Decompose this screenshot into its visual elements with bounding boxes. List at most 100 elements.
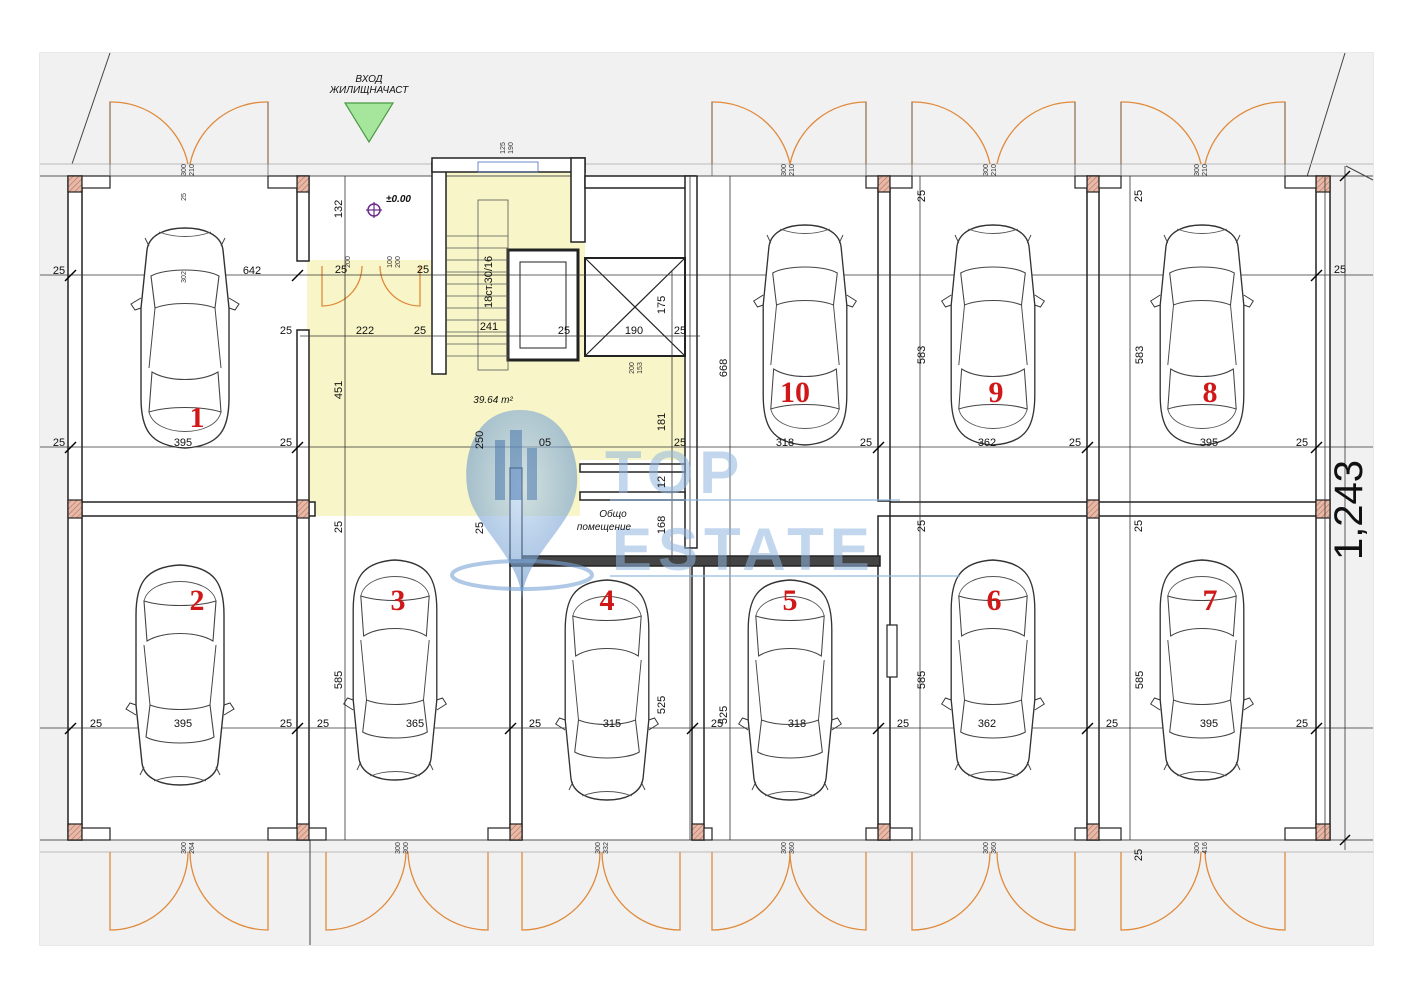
dim-181: 181: [656, 413, 668, 431]
dim-small-200: 200: [395, 256, 402, 268]
space-10-label: 10: [780, 376, 810, 409]
dim-small-300: 300: [983, 164, 990, 176]
dim-small-264: 264: [189, 842, 196, 854]
dim-small-300: 300: [983, 842, 990, 854]
dim-small-190: 190: [508, 142, 515, 154]
lobby-area: [307, 162, 695, 516]
map-pin-icon: [466, 410, 578, 600]
dim-25: 25: [916, 520, 928, 532]
dim-small-200: 200: [629, 362, 636, 374]
car-9: [941, 224, 1046, 446]
dim-25: 25: [280, 437, 292, 449]
dim-25: 25: [53, 265, 65, 277]
dim-25: 25: [711, 718, 723, 730]
entrance-label-1: ВХОД: [355, 74, 382, 85]
common-room-1: Общо: [599, 508, 627, 520]
elevator-shaft-cross: [584, 257, 686, 357]
dim-25: 25: [1133, 520, 1145, 532]
width-space-6: 362: [978, 718, 996, 730]
walls: [67, 157, 1331, 841]
dim-small-25: 25: [181, 193, 188, 201]
dim-small-210: 210: [189, 164, 196, 176]
dim-25: 25: [1069, 437, 1081, 449]
dim-small-416: 416: [1202, 842, 1209, 854]
watermark-line-1: TOP: [605, 439, 745, 506]
dim-25: 25: [529, 718, 541, 730]
wall-stubs: [81, 175, 1317, 841]
space-2-label: 2: [190, 584, 205, 617]
staircase: [446, 161, 539, 371]
space-7-label: 7: [1203, 584, 1218, 617]
dim-05: 05: [539, 437, 551, 449]
dim-25: 25: [674, 325, 686, 337]
dimension-lines: [40, 166, 1373, 850]
dim-222: 222: [356, 325, 374, 337]
space-6-label: 6: [987, 584, 1002, 617]
dim-642: 642: [243, 265, 261, 277]
door-swings: [109, 101, 1286, 931]
dim-small-360: 360: [991, 842, 998, 854]
dim-small-125: 125: [500, 142, 507, 154]
width-space-3: 365: [406, 718, 424, 730]
dim-small-210: 210: [991, 164, 998, 176]
space-1-label: 1: [190, 401, 205, 434]
dim-25: 25: [335, 264, 347, 276]
dim-small-200: 200: [345, 256, 352, 268]
entrance-label-2: ЖИЛИЩНАЧАСТ: [329, 85, 409, 96]
dim-175: 175: [656, 296, 668, 314]
dim-12: 12: [656, 476, 668, 488]
dim-small-332: 332: [603, 842, 610, 854]
total-dimension: 1,243: [1327, 460, 1371, 560]
dim-25: 25: [1296, 718, 1308, 730]
dim-small-100: 100: [387, 256, 394, 268]
dim-small-300: 300: [181, 164, 188, 176]
dim-25: 25: [317, 718, 329, 730]
entrance-arrow-icon: [343, 102, 395, 144]
dim-small-210: 210: [1202, 164, 1209, 176]
dim-small-300: 300: [395, 842, 402, 854]
dim-25: 25: [280, 718, 292, 730]
dim-451: 451: [333, 381, 345, 399]
width-space-10: 318: [776, 437, 794, 449]
dim-25: 25: [90, 718, 102, 730]
dim-25: 25: [916, 190, 928, 202]
dim-585: 585: [916, 671, 928, 689]
width-space-8: 395: [1200, 437, 1218, 449]
dim-small-300: 300: [595, 842, 602, 854]
dim-25: 25: [1334, 264, 1346, 276]
dim-583: 583: [1134, 346, 1146, 364]
dim-25: 25: [897, 718, 909, 730]
dim-585: 585: [333, 671, 345, 689]
dimension-labels: 642 25 25 25 25 222 25 241 25 190 25 25 …: [53, 190, 1346, 861]
dim-25: 25: [1296, 437, 1308, 449]
space-3-label: 3: [391, 584, 406, 617]
space-8-label: 8: [1203, 376, 1218, 409]
dim-small-300: 300: [403, 842, 410, 854]
door-jambs: [109, 102, 1286, 176]
dim-132: 132: [333, 200, 345, 218]
dim-small-300: 300: [181, 842, 188, 854]
dim-small-153: 153: [637, 362, 644, 374]
dim-241: 241: [480, 321, 498, 333]
dim-25: 25: [1106, 718, 1118, 730]
dim-25: 25: [417, 264, 429, 276]
dim-525: 525: [718, 706, 730, 724]
dim-small-302: 302: [181, 271, 188, 283]
dim-small-210: 210: [789, 164, 796, 176]
stair-label: 18ст.30/16: [483, 256, 495, 308]
dim-25: 25: [1133, 849, 1145, 861]
dim-small-360: 360: [789, 842, 796, 854]
site-lines: [40, 52, 1374, 945]
car-2: [125, 564, 235, 786]
dim-250: 250: [474, 431, 486, 449]
columns: [67, 175, 1331, 841]
width-space-1: 395: [174, 437, 192, 449]
width-space-2: 395: [174, 718, 192, 730]
space-4-label: 4: [600, 584, 615, 617]
room-area: 39.64 m²: [473, 395, 513, 406]
width-space-4: 315: [603, 718, 621, 730]
dim-25: 25: [1133, 190, 1145, 202]
dim-668: 668: [718, 359, 730, 377]
watermark-logo: TOP ESTATE: [450, 410, 960, 600]
